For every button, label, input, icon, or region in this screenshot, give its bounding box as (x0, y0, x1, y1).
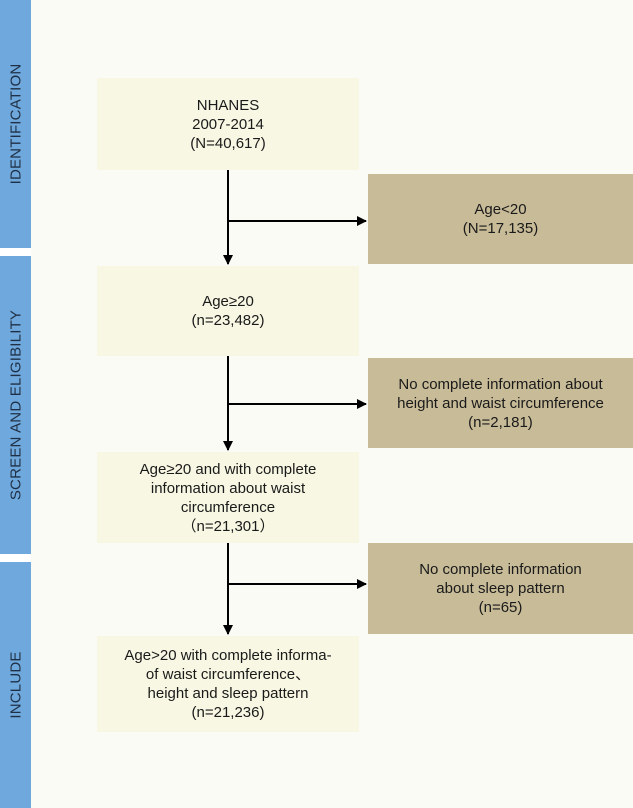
box-text: (n=2,181) (468, 413, 533, 431)
box-text: Age<20 (474, 201, 527, 218)
box-text: (N=40,617) (190, 134, 266, 152)
box-text: 2007-2014 (192, 115, 264, 133)
box-text: of waist circumference、 (145, 666, 311, 683)
box-text: Age>20 with complete informa- (124, 647, 332, 664)
box-text: about sleep pattern (436, 580, 565, 597)
box-exclusion-height-waist: No complete information about height and… (368, 358, 633, 448)
box-text: Age≥20 and with complete (139, 460, 317, 478)
box-text: Age≥20 (202, 293, 254, 310)
box-exclusion-age-lt20: Age<20 (N=17,135) (368, 174, 633, 264)
box-text: NHANES (196, 96, 260, 114)
box-text: (n=21,236) (191, 704, 265, 721)
box-text: information about waist (150, 479, 306, 497)
box-text: circumference (180, 498, 276, 516)
box-age-ge20: Age≥20 (n=23,482) (97, 266, 359, 356)
phase-screen-eligibility: SCREEN AND ELIGIBILITY (0, 256, 31, 554)
box-text: (n=65) (478, 599, 523, 616)
box-text: (N=17,135) (462, 220, 539, 237)
box-text: No complete information (419, 561, 582, 578)
box-text: height and sleep pattern (147, 685, 309, 702)
box-text: (n=23,482) (191, 312, 265, 329)
box-text: （n=21,301） (181, 517, 275, 535)
box-text: height and waist circumference (397, 394, 604, 412)
phase-include: INCLUDE (0, 562, 31, 808)
box-text: No complete information about (398, 375, 603, 393)
box-final: Age>20 with complete informa- of waist c… (97, 636, 359, 732)
box-exclusion-sleep: No complete information about sleep patt… (368, 543, 633, 634)
phase-identification: IDENTIFICATION (0, 0, 31, 248)
box-nhanes: NHANES 2007-2014 (N=40,617) (97, 78, 359, 170)
box-waist: Age≥20 and with complete information abo… (97, 452, 359, 543)
